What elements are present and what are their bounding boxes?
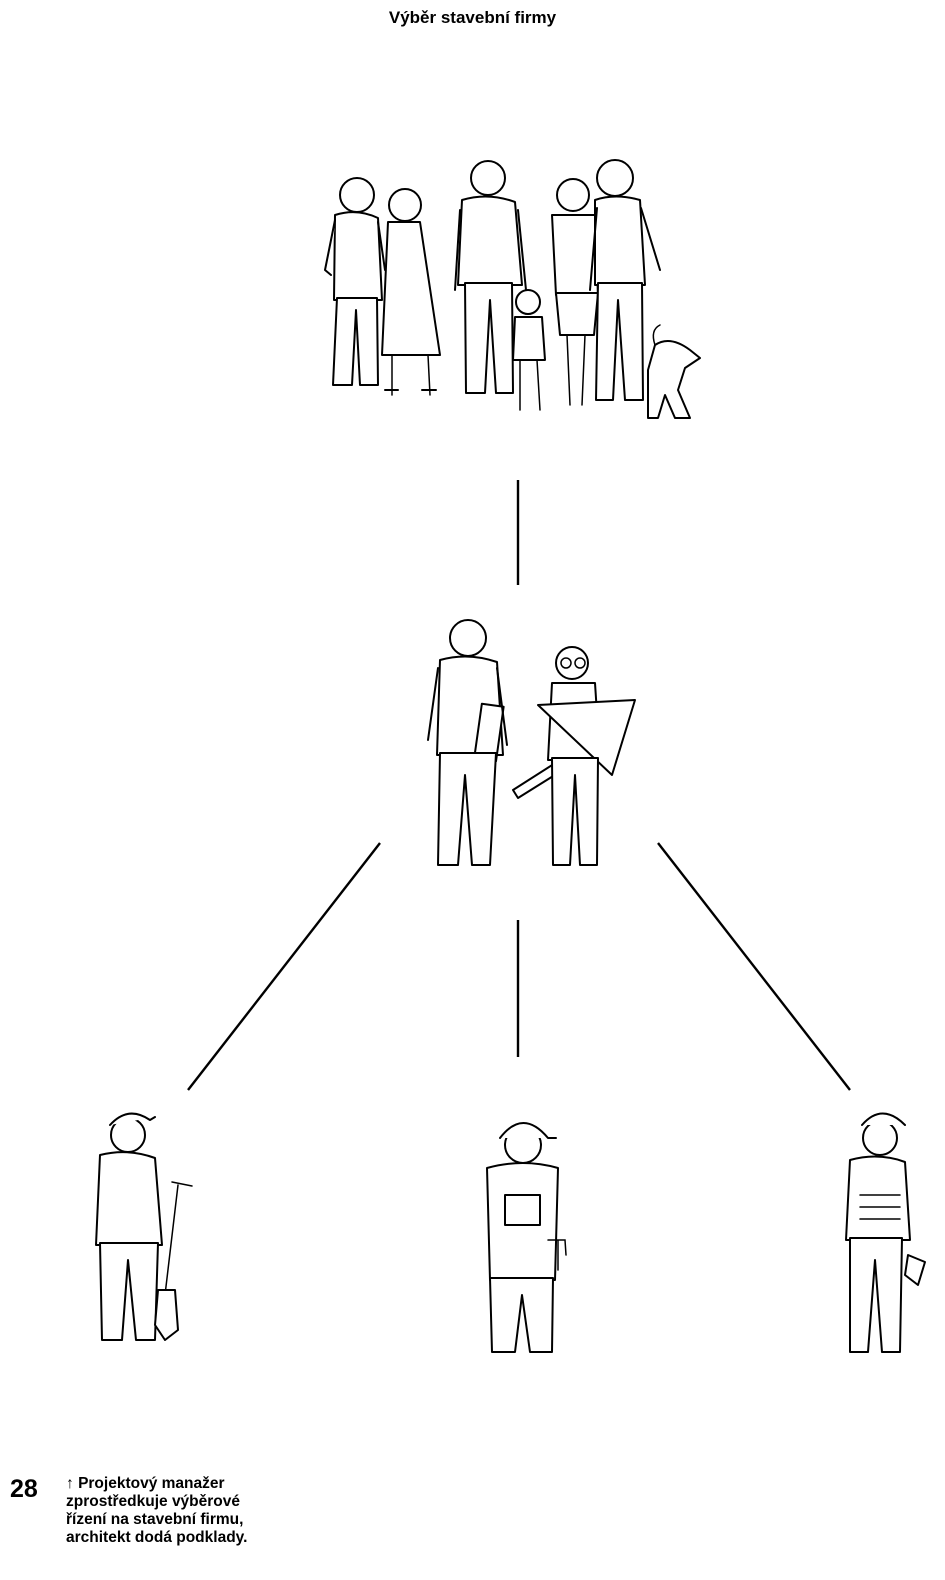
page-title: Výběr stavební firmy <box>388 8 557 27</box>
family-group-illustration <box>324 159 701 419</box>
dog-illustration <box>647 324 701 419</box>
page-number: 28 <box>10 1475 38 1503</box>
worker-center-illustration <box>486 1122 567 1353</box>
connector-line-right <box>657 842 851 1091</box>
manager-architect-illustration <box>427 619 636 866</box>
up-arrow-icon: ↑ <box>66 1475 74 1492</box>
architect-figure <box>512 646 636 866</box>
caption-text: Projektový manažer zprostředkuje výběrov… <box>66 1475 248 1546</box>
worker-left-illustration <box>95 1112 193 1341</box>
worker-right-illustration <box>845 1112 926 1353</box>
connector-line-left <box>187 842 381 1091</box>
caption: ↑ Projektový manažer zprostředkuje výběr… <box>66 1475 326 1547</box>
project-manager-figure <box>427 619 508 866</box>
